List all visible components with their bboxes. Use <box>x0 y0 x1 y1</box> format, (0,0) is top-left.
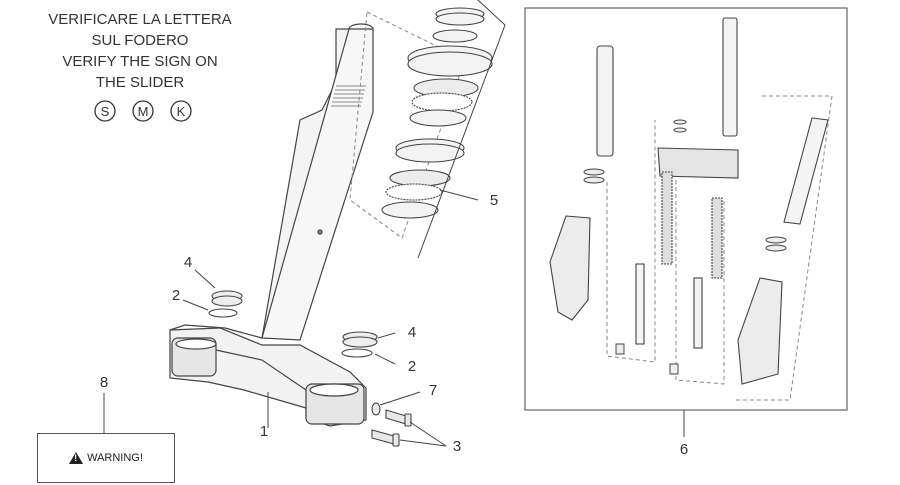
notice-line-1: VERIFICARE LA LETTERA <box>48 11 231 28</box>
callout-4-right: 4 <box>408 324 416 341</box>
callout-5: 5 <box>490 192 498 209</box>
warning-label-box: WARNING! <box>37 433 175 483</box>
callout-leaders <box>103 189 685 447</box>
callout-7: 7 <box>429 382 437 399</box>
callout-8: 8 <box>100 374 108 391</box>
callout-1: 1 <box>260 423 268 440</box>
dust-seal-left <box>208 290 243 318</box>
slider-sign-notice: VERIFICARE LA LETTERA SUL FODERO VERIFY … <box>48 11 231 91</box>
callout-3: 3 <box>453 438 461 455</box>
letter-s-circle-icon <box>94 100 116 122</box>
warning-triangle-icon <box>69 452 84 464</box>
steering-bearing-kit <box>349 0 506 259</box>
letter-s: S <box>101 104 110 119</box>
callout-6: 6 <box>680 441 688 458</box>
dust-seal-right <box>341 331 378 358</box>
front-fork-assembly <box>524 7 848 411</box>
slider-letter-marks <box>94 100 192 122</box>
notice-line-2: SUL FODERO <box>92 32 189 49</box>
lower-triple-clamp <box>169 324 367 427</box>
callout-4-left: 4 <box>184 254 192 271</box>
letter-m: M <box>138 104 149 119</box>
notice-line-4: THE SLIDER <box>96 74 185 91</box>
warning-label-text: WARNING! <box>87 452 143 464</box>
steering-stem-assembly <box>261 23 374 341</box>
bolts-and-washer <box>371 402 412 447</box>
letter-k-circle-icon <box>170 100 192 122</box>
fork-group-frame <box>524 7 848 411</box>
callout-2-right: 2 <box>408 358 416 375</box>
notice-line-3: VERIFY THE SIGN ON <box>62 53 217 70</box>
callout-2-left: 2 <box>172 287 180 304</box>
letter-m-circle-icon <box>132 100 154 122</box>
letter-k: K <box>177 104 186 119</box>
